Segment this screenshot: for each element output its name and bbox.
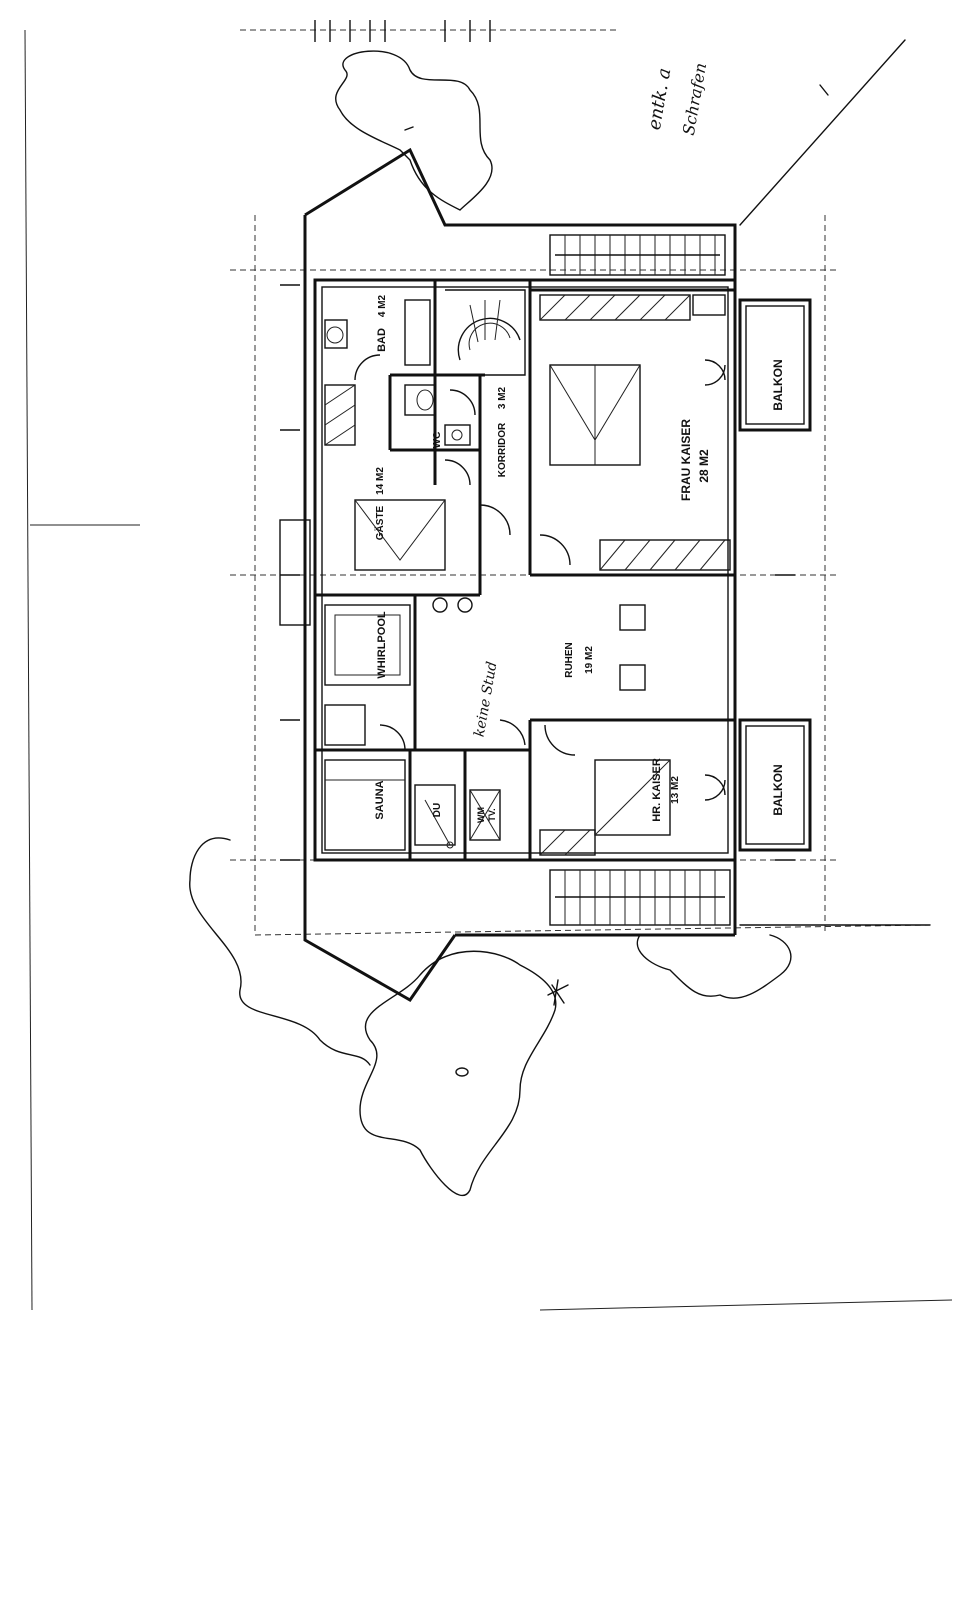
tree-bottom-right: [636, 934, 792, 999]
label-wm: WM: [476, 807, 486, 823]
sauna-bench: [324, 704, 406, 851]
bed-frau-kaiser: [549, 364, 641, 466]
label-whirlpool: WHIRLPOOL: [376, 611, 388, 678]
tree-bottom-large: [359, 950, 569, 1197]
stair-bottom: [549, 869, 731, 926]
wardrobe-frau-top: [539, 294, 726, 321]
washbasins: [432, 597, 473, 613]
handwritten-note-corner-1: entk. a: [644, 66, 676, 131]
tree-bottom-left: [189, 837, 371, 1066]
bed-hr-kaiser: [594, 759, 671, 836]
wardrobe-gaeste: [324, 384, 356, 446]
label-korridor-area: 3 M2: [497, 386, 508, 409]
wardrobe-hr: [539, 829, 596, 856]
property-lines: [739, 39, 931, 926]
grid-lines: [230, 29, 931, 936]
label-wc: WC: [432, 432, 443, 449]
handwritten-note-interior: keine Stud: [472, 660, 501, 738]
label-du: DU: [432, 803, 443, 817]
shower: [414, 784, 456, 849]
doors: [354, 354, 726, 801]
handwritten-note-corner-2: Schrafen: [679, 61, 710, 136]
label-bad: BAD: [376, 328, 388, 352]
wardrobe-frau-bottom: [599, 539, 731, 571]
label-frau-kaiser: FRAU KAISER: [679, 419, 693, 501]
label-balkon-bottom: BALKON: [771, 764, 785, 815]
label-frau-kaiser-area: 28 M2: [697, 449, 711, 483]
label-bad-area: 4 M2: [377, 294, 388, 317]
label-hr-kaiser-area: 13 M2: [670, 776, 681, 804]
bathtub: [324, 299, 431, 366]
label-gaeste: GÄSTE: [373, 505, 386, 540]
label-sauna: SAUNA: [374, 780, 386, 819]
label-korridor: KORRIDOR: [497, 422, 508, 477]
interior-walls: [315, 280, 735, 860]
tree-top: [335, 50, 493, 211]
outer-walls: [303, 147, 737, 1002]
wc-fixtures: [404, 384, 471, 446]
loungers-ruhen: [619, 604, 646, 691]
label-ruhen: RUHEN: [564, 642, 575, 678]
balcony-top: [738, 298, 812, 432]
label-ruhen-area: 19 M2: [584, 646, 595, 674]
label-gaeste-area: 14 M2: [375, 467, 386, 495]
spiral-stair: [445, 289, 526, 376]
sheet-edges: [24, 29, 953, 1311]
dimension-ticks: [280, 20, 795, 861]
balcony-bottom: [738, 718, 812, 852]
label-wm-sub: TV.: [487, 808, 497, 821]
window-gaeste: [279, 519, 311, 626]
bed-gaeste: [354, 499, 446, 571]
stair-top: [549, 234, 726, 276]
wm-box: [469, 789, 501, 841]
label-balkon-top: BALKON: [771, 359, 785, 410]
label-hr-kaiser: HR. KAISER: [651, 758, 663, 822]
whirlpool-tub: [324, 604, 411, 686]
